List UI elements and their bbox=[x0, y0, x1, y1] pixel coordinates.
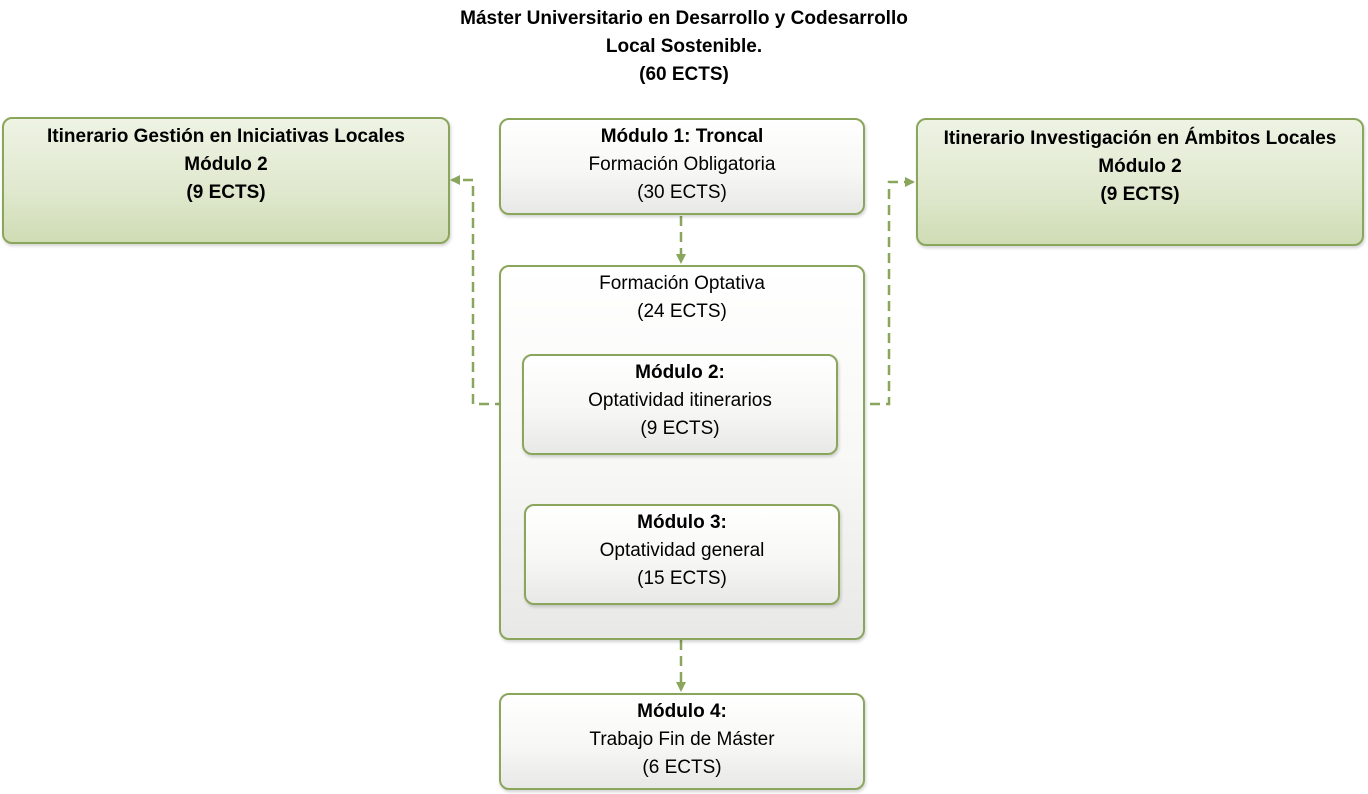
module4-box: Módulo 4: Trabajo Fin de Máster (6 ECTS) bbox=[499, 693, 865, 790]
left-itinerary-name: Itinerario Gestión en Iniciativas Locale… bbox=[47, 126, 405, 147]
module3-title: Módulo 3: bbox=[637, 512, 727, 533]
left-itinerary-credits: (9 ECTS) bbox=[186, 182, 266, 203]
right-itinerary-name: Itinerario Investigación en Ámbitos Loca… bbox=[943, 128, 1337, 149]
module4-subtitle: Trabajo Fin de Máster bbox=[589, 729, 775, 750]
module2-subtitle: Optatividad itinerarios bbox=[588, 390, 772, 411]
optativa-title: Formación Optativa bbox=[599, 273, 765, 294]
module1-subtitle: Formación Obligatoria bbox=[588, 154, 776, 175]
right-itinerary-box: Itinerario Investigación en Ámbitos Loca… bbox=[916, 118, 1364, 246]
diagram-title: Máster Universitario en Desarrollo y Cod… bbox=[384, 5, 984, 89]
module1-title: Módulo 1: Troncal bbox=[600, 126, 764, 147]
module2-title: Módulo 2: bbox=[635, 362, 725, 383]
module1-credits: (30 ECTS) bbox=[637, 182, 727, 203]
module3-credits: (15 ECTS) bbox=[637, 568, 727, 589]
title-line-1: Máster Universitario en Desarrollo y Cod… bbox=[460, 8, 908, 29]
module4-credits: (6 ECTS) bbox=[642, 757, 722, 778]
title-line-3: (60 ECTS) bbox=[639, 64, 729, 85]
right-itinerary-credits: (9 ECTS) bbox=[1100, 184, 1180, 205]
module2-box: Módulo 2: Optatividad itinerarios (9 ECT… bbox=[522, 354, 838, 455]
module4-title: Módulo 4: bbox=[637, 701, 727, 722]
left-itinerary-module: Módulo 2 bbox=[184, 154, 268, 175]
module3-subtitle: Optatividad general bbox=[599, 540, 765, 561]
module3-box: Módulo 3: Optatividad general (15 ECTS) bbox=[524, 504, 840, 605]
module1-box: Módulo 1: Troncal Formación Obligatoria … bbox=[499, 118, 865, 215]
left-itinerary-box: Itinerario Gestión en Iniciativas Locale… bbox=[2, 117, 450, 244]
right-itinerary-module: Módulo 2 bbox=[1098, 156, 1182, 177]
module2-credits: (9 ECTS) bbox=[640, 418, 720, 439]
title-line-2: Local Sostenible. bbox=[605, 36, 763, 57]
optativa-credits: (24 ECTS) bbox=[637, 301, 727, 322]
